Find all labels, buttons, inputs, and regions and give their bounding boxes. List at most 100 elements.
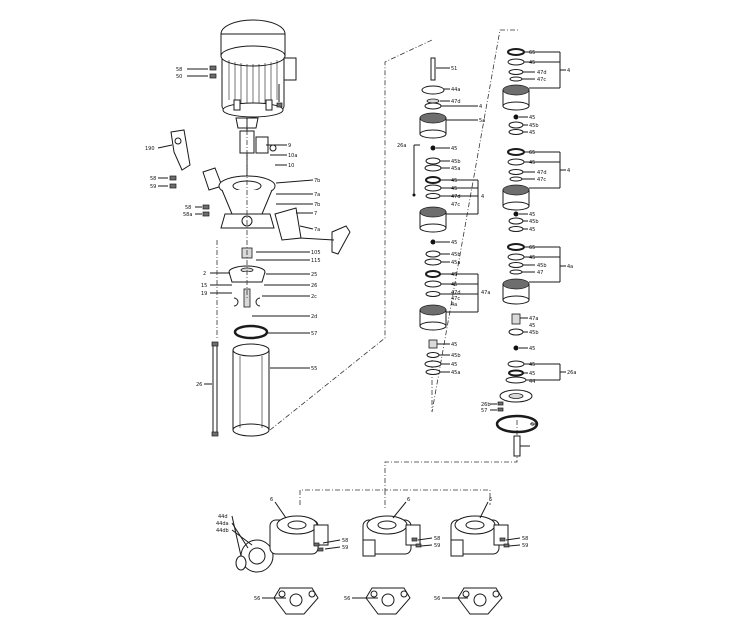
label-mid-19: 47d [451,290,461,296]
label-seal-8: 2d [311,314,317,320]
label-mid-7: 45b [451,159,461,165]
label-right-22: 45 [529,323,535,329]
label-seal-0: 105 [311,250,321,256]
label-base-5: 59 [342,545,348,551]
label-lower-2: 26 [196,382,202,388]
label-mid-16: 45a [451,260,460,266]
label-base-8: 59 [434,543,440,549]
label-right-3: 47c [537,77,546,83]
label-base-10: 58 [522,536,528,542]
label-mid-21: 4a [451,302,457,308]
label-mid-23: 45 [451,342,457,348]
label-base-1: 44da [216,521,229,527]
right-stack [495,48,539,457]
label-head-r-4: 7a [314,227,320,233]
label-right-20: 4a [567,264,573,270]
label-bracket-2: 59 [150,184,156,190]
label-mid-12: 47c [451,202,460,208]
label-lower-1: 55 [311,366,317,372]
label-mid-10: 45 [451,186,457,192]
label-head-r-3: 7 [314,211,317,217]
label-base-11: 59 [522,543,528,549]
label-base-7: 58 [434,536,440,542]
label-right-14: 45b [529,219,539,225]
label-right-25: 45 [529,362,535,368]
bracket [169,129,223,191]
label-mid-22: 47a [481,290,490,296]
label-base-2: 44db [216,528,229,534]
label-base-0: 44d [218,514,228,520]
label-right-1: 45 [529,60,535,66]
label-head-l-0: 58 [185,205,191,211]
label-mid-15: 45b [451,252,461,258]
label-mid-3: 4 [479,104,482,110]
label-mid-24: 45b [451,353,461,359]
label-lower-0: 57 [311,331,317,337]
label-right-2: 47d [537,70,547,76]
base-left [235,515,329,615]
label-motor-0: 58 [176,67,182,73]
label-right-11: 47c [537,177,546,183]
label-mid-6: 45 [451,146,457,152]
base-middle [362,515,422,615]
label-right-29: 26b [481,402,491,408]
label-mid-11: 47d [451,194,461,200]
label-head-r-0: 7b [314,178,320,184]
label-base-14: 56 [434,596,440,602]
label-right-6: 45b [529,123,539,129]
label-seal-7: 2c [311,294,317,300]
label-seal-1: 115 [311,258,321,264]
middle-stack [419,57,447,375]
label-seal-3: 15 [201,283,207,289]
label-base-4: 58 [342,538,348,544]
label-base-9: 6 [489,497,492,503]
label-right-7: 45 [529,130,535,136]
label-bracket-1: 58 [150,176,156,182]
o-ring-and-sleeve [211,324,270,437]
label-right-23: 45b [529,330,539,336]
label-mid-13: 4 [481,194,484,200]
label-mid-9: 45 [451,178,457,184]
label-right-17: 45 [529,255,535,261]
label-seal-6: 26 [311,283,317,289]
drain-lever [299,225,351,255]
label-right-15: 45 [529,227,535,233]
label-mid-1: 44a [451,87,460,93]
label-right-28: 26a [567,370,576,376]
label-mid-4: 5a [479,118,485,124]
label-mid-17: 45 [451,272,457,278]
label-base-12: 56 [254,596,260,602]
label-mid-18: 45 [451,282,457,288]
label-mid-8: 45a [451,166,460,172]
label-side-2: 10 [288,163,294,169]
label-right-27: 44 [529,379,535,385]
label-right-16: 65 [529,245,535,251]
label-mid-2: 47d [451,99,461,105]
label-motor-1: 50 [176,74,182,80]
label-right-9: 45 [529,160,535,166]
label-head-r-1: 7a [314,192,320,198]
coupling [235,117,277,176]
label-right-10: 47d [537,170,547,176]
label-side-0: 9 [288,143,291,149]
label-right-8: 65 [529,150,535,156]
label-mid-26: 45a [451,370,460,376]
label-right-13: 45 [529,212,535,218]
label-base-3: 6 [270,497,273,503]
label-seal-2: 2 [203,271,206,277]
label-right-5: 45 [529,115,535,121]
label-bracket-0: 190 [145,146,155,152]
label-right-0: 65 [529,50,535,56]
label-right-26: 45 [529,371,535,377]
label-right-30: 57 [481,408,487,414]
label-mid-14: 45 [451,240,457,246]
label-base-13: 56 [344,596,350,602]
motor [220,19,297,118]
motor-bolts [209,65,283,108]
label-right-21: 47a [529,316,538,322]
label-mid-0: 51 [451,66,457,72]
label-right-31: 51 [531,422,537,428]
label-seal-5: 25 [311,272,317,278]
label-head-l-1: 58a [183,212,192,218]
